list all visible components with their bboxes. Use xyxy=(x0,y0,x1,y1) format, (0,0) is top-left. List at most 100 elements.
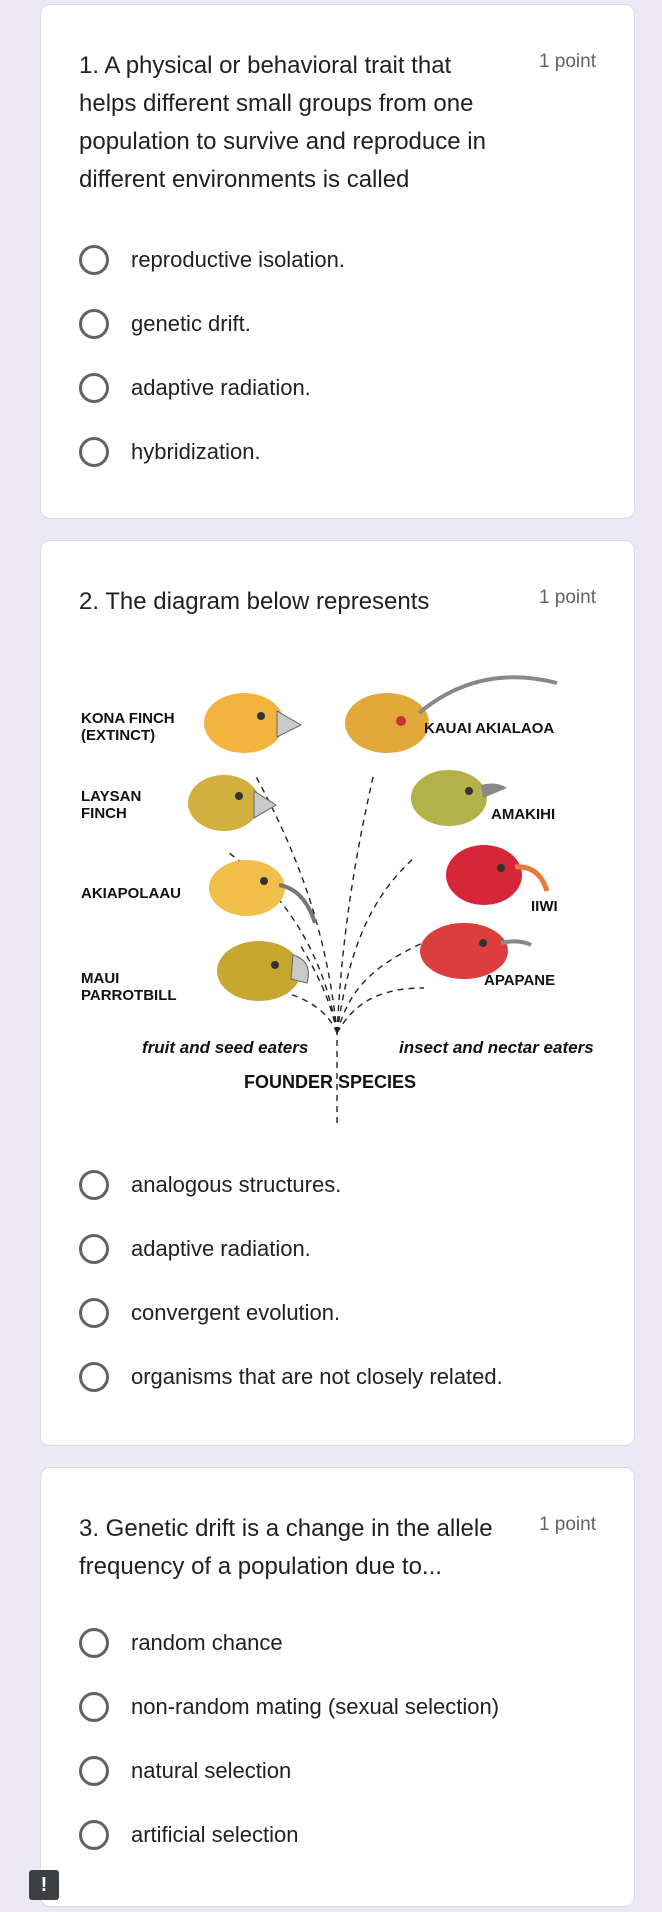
bird-head-shape xyxy=(204,693,284,753)
adaptive-radiation-diagram: KONA FINCH (EXTINCT) LAYSAN FINCH AKIAPO… xyxy=(81,675,594,1123)
question-card-1: 1. A physical or behavioral trait that h… xyxy=(40,4,635,519)
radio-circle-icon[interactable] xyxy=(79,1820,109,1850)
option-radio[interactable]: convergent evolution. xyxy=(79,1293,340,1333)
bird-eye xyxy=(257,712,265,720)
branch-lines xyxy=(228,772,460,1123)
radio-circle-icon[interactable] xyxy=(79,437,109,467)
bird-beak xyxy=(278,883,317,924)
option-label: analogous structures. xyxy=(131,1172,342,1197)
caption-left: fruit and seed eaters xyxy=(142,1038,308,1057)
radio-circle-icon[interactable] xyxy=(79,1756,109,1786)
bird-label: AMAKIHI xyxy=(491,806,555,823)
bird-eye xyxy=(260,877,268,885)
question-text: 3. Genetic drift is a change in the alle… xyxy=(79,1515,493,1580)
report-alert-icon[interactable]: ! xyxy=(29,1870,59,1900)
bird-label: IIWI xyxy=(531,898,558,915)
bird-eye xyxy=(465,787,473,795)
option-radio[interactable]: non-random mating (sexual selection) xyxy=(79,1687,499,1727)
option-label: non-random mating (sexual selection) xyxy=(131,1694,500,1719)
founder-species-label: FOUNDER SPECIES xyxy=(244,1072,416,1092)
option-label: organisms that are not closely related. xyxy=(131,1364,503,1389)
option-label: adaptive radiation. xyxy=(131,1236,311,1261)
bird-beak xyxy=(417,675,558,715)
option-radio[interactable]: analogous structures. xyxy=(79,1165,341,1205)
option-label: reproductive isolation. xyxy=(131,247,346,272)
branch-line xyxy=(336,857,415,1034)
radio-circle-icon[interactable] xyxy=(79,245,109,275)
maui-parrotbill-head xyxy=(217,941,309,1001)
option-label: artificial selection xyxy=(131,1822,299,1847)
bird-label: KAUAI AKIALAOA xyxy=(424,720,554,737)
bird-eye xyxy=(479,939,487,947)
question-points: 1 point xyxy=(538,1514,596,1535)
radio-circle-icon[interactable] xyxy=(79,373,109,403)
bird-eye xyxy=(396,716,406,726)
kauai-akialaoa-head xyxy=(345,675,558,753)
caption-right: insect and nectar eaters xyxy=(399,1038,594,1057)
bird-label: PARROTBILL xyxy=(81,987,177,1004)
question-text: 2. The diagram below represents xyxy=(79,588,430,615)
radio-circle-icon[interactable] xyxy=(79,1692,109,1722)
option-label: hybridization. xyxy=(131,439,261,464)
option-radio[interactable]: reproductive isolation. xyxy=(79,240,345,280)
branch-line xyxy=(298,942,338,1034)
bird-head-shape xyxy=(345,693,429,753)
bird-eye xyxy=(235,792,243,800)
branch-line xyxy=(336,772,375,1034)
radio-circle-icon[interactable] xyxy=(79,1170,109,1200)
branch-line xyxy=(336,927,460,1034)
bird-eye xyxy=(497,864,505,872)
radio-circle-icon[interactable] xyxy=(79,1298,109,1328)
bird-label: MAUI xyxy=(81,970,119,987)
option-radio[interactable]: natural selection xyxy=(79,1751,291,1791)
radio-circle-icon[interactable] xyxy=(79,1628,109,1658)
question-points: 1 point xyxy=(538,51,596,72)
bird-beak xyxy=(500,939,532,947)
radio-circle-icon[interactable] xyxy=(79,309,109,339)
option-radio[interactable]: random chance xyxy=(79,1623,283,1663)
bird-label: AKIAPOLAAU xyxy=(81,885,181,902)
question-header: 3. Genetic drift is a change in the alle… xyxy=(79,1510,596,1586)
option-radio[interactable]: hybridization. xyxy=(79,432,261,472)
bird-head-shape xyxy=(209,860,285,916)
option-radio[interactable]: adaptive radiation. xyxy=(79,368,311,408)
bird-head-shape xyxy=(446,845,522,905)
radio-circle-icon[interactable] xyxy=(79,1362,109,1392)
branch-line xyxy=(336,987,425,1034)
option-radio[interactable]: organisms that are not closely related. xyxy=(79,1357,503,1397)
question-header: 2. The diagram below represents 1 point xyxy=(79,583,596,621)
bird-beak xyxy=(253,790,277,819)
bird-beak xyxy=(514,864,550,892)
amakihi-head xyxy=(411,770,507,826)
option-label: convergent evolution. xyxy=(131,1300,341,1325)
question-card-3: 3. Genetic drift is a change in the alle… xyxy=(40,1467,635,1907)
radio-circle-icon[interactable] xyxy=(79,1234,109,1264)
bird-label: FINCH xyxy=(81,805,127,822)
bird-head-shape xyxy=(420,923,508,979)
bird-head-shape xyxy=(188,775,260,831)
option-radio[interactable]: artificial selection xyxy=(79,1815,299,1855)
question-header: 1. A physical or behavioral trait that h… xyxy=(79,47,596,199)
option-radio[interactable]: genetic drift. xyxy=(79,304,251,344)
option-label: natural selection xyxy=(131,1758,292,1783)
bird-beak xyxy=(290,954,309,984)
bird-label: LAYSAN xyxy=(81,788,141,805)
option-label: random chance xyxy=(131,1630,283,1655)
question-points: 1 point xyxy=(538,587,596,608)
akiapolaau-head xyxy=(209,860,317,924)
question-card-2: 2. The diagram below represents 1 point xyxy=(40,540,635,1446)
bird-label: KONA FINCH xyxy=(81,710,175,727)
bird-head-shape xyxy=(217,941,301,1001)
bird-label: (EXTINCT) xyxy=(81,727,155,744)
question-text: 1. A physical or behavioral trait that h… xyxy=(79,52,486,193)
option-label: genetic drift. xyxy=(131,311,251,336)
branch-line xyxy=(228,852,338,1034)
bird-head-shape xyxy=(411,770,487,826)
branch-line xyxy=(253,772,338,1034)
apapane-head xyxy=(420,923,532,979)
option-radio[interactable]: adaptive radiation. xyxy=(79,1229,311,1269)
bird-beak xyxy=(276,710,303,738)
laysan-finch-head xyxy=(188,775,277,831)
bird-beak xyxy=(481,783,507,798)
option-label: adaptive radiation. xyxy=(131,375,311,400)
